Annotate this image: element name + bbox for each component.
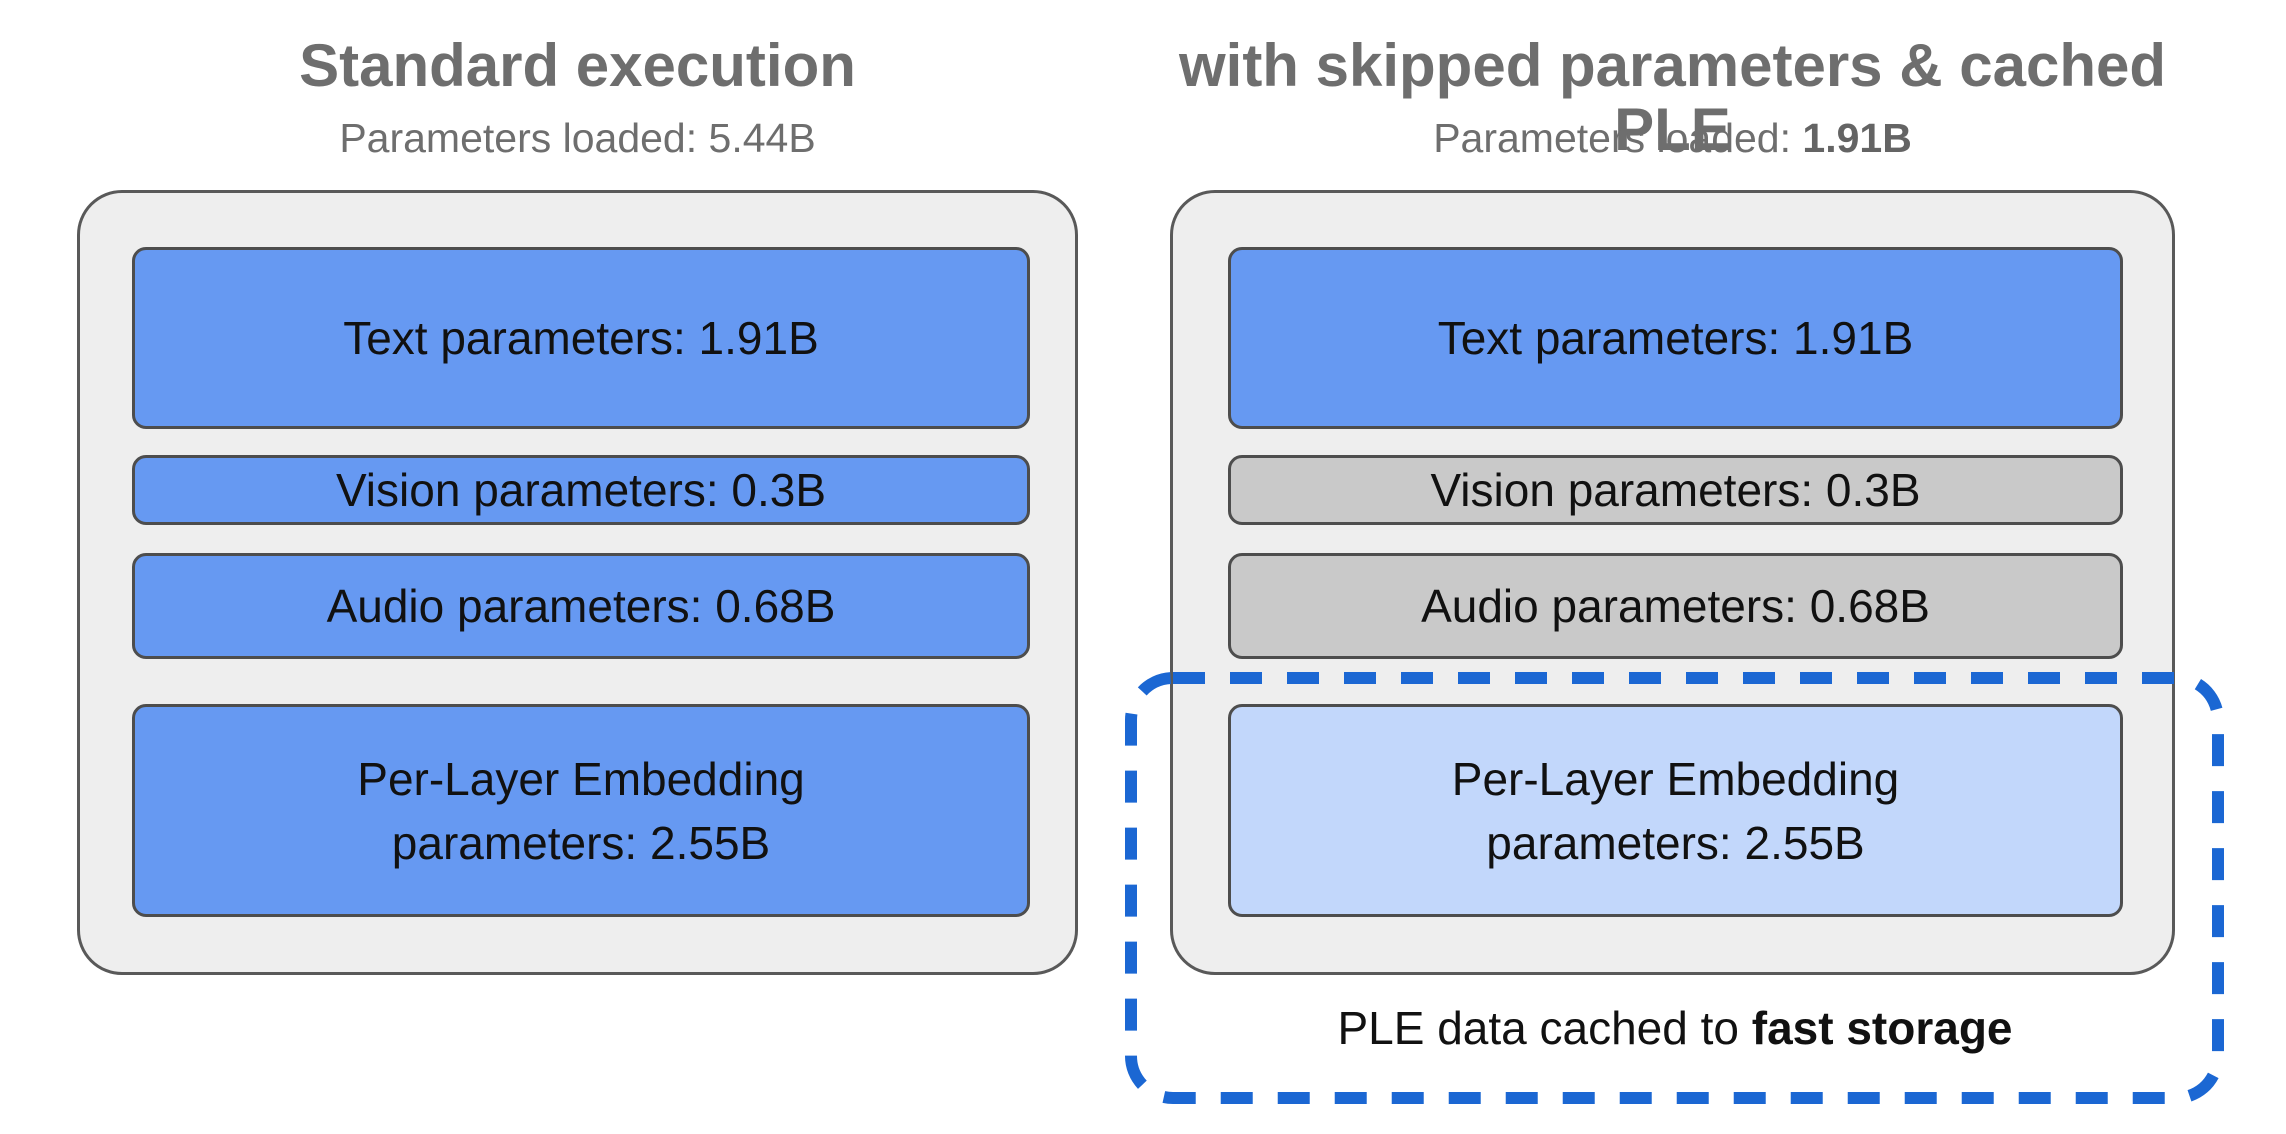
right-subtitle-value: 1.91B <box>1802 115 1912 161</box>
left-panel-subtitle: Parameters loaded: 5.44B <box>77 112 1078 164</box>
left-model-container: Text parameters: 1.91B Vision parameters… <box>77 190 1078 975</box>
left-ple-line2: parameters: 2.55B <box>391 816 771 869</box>
left-param-box-text: Text parameters: 1.91B <box>132 247 1030 429</box>
left-subtitle-prefix: Parameters loaded: <box>339 115 709 161</box>
left-param-box-text-label: Text parameters: 1.91B <box>343 312 819 364</box>
left-param-box-ple-label: Per-Layer Embedding parameters: 2.55B <box>357 747 804 875</box>
left-param-box-audio-label: Audio parameters: 0.68B <box>326 580 836 632</box>
right-param-box-vision-skipped: Vision parameters: 0.3B <box>1228 455 2123 525</box>
left-subtitle-value: 5.44B <box>708 115 816 161</box>
left-param-box-audio: Audio parameters: 0.68B <box>132 553 1030 659</box>
ple-caption-bold: fast storage <box>1751 1002 2013 1054</box>
right-param-box-audio-label: Audio parameters: 0.68B <box>1421 580 1930 632</box>
left-param-box-vision: Vision parameters: 0.3B <box>132 455 1030 525</box>
left-param-box-ple: Per-Layer Embedding parameters: 2.55B <box>132 704 1030 917</box>
right-ple-line1: Per-Layer Embedding <box>1451 752 1900 805</box>
right-panel-title: with skipped parameters & cached PLE <box>1178 32 2166 163</box>
right-param-box-text: Text parameters: 1.91B <box>1228 247 2123 429</box>
left-panel-title: Standard execution <box>299 32 856 99</box>
left-ple-line1: Per-Layer Embedding <box>357 752 805 805</box>
right-model-container: Text parameters: 1.91B Vision parameters… <box>1170 190 2175 975</box>
right-param-box-text-label: Text parameters: 1.91B <box>1437 312 1914 364</box>
right-param-box-ple-label: Per-Layer Embedding parameters: 2.55B <box>1452 747 1899 875</box>
right-ple-line2: parameters: 2.55B <box>1486 816 1865 869</box>
left-param-box-vision-label: Vision parameters: 0.3B <box>335 464 827 516</box>
ple-caption-prefix: PLE data cached to <box>1337 1002 1752 1054</box>
right-panel-subtitle: Parameters loaded: 1.91B <box>1170 112 2175 164</box>
right-param-box-ple-cached: Per-Layer Embedding parameters: 2.55B <box>1228 704 2123 917</box>
right-param-box-audio-skipped: Audio parameters: 0.68B <box>1228 553 2123 659</box>
right-subtitle-prefix: Parameters loaded: <box>1433 115 1803 161</box>
right-param-box-vision-label: Vision parameters: 0.3B <box>1430 464 1921 516</box>
ple-cache-caption: PLE data cached to fast storage <box>1175 998 2175 1058</box>
